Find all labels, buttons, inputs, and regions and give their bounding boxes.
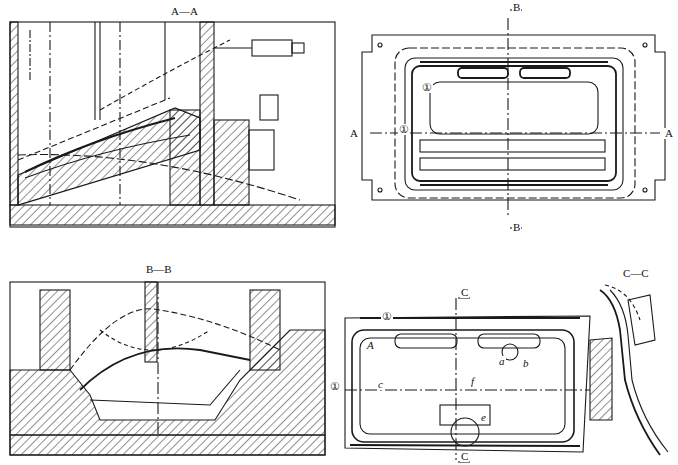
point-letter: A (366, 340, 375, 351)
callout-number: ① (398, 124, 410, 135)
section-title: B—B (145, 264, 173, 275)
callout-number: ① (381, 311, 393, 322)
section-letter: C (460, 287, 469, 298)
section-letter: C (460, 451, 469, 462)
callout-number: ① (421, 82, 433, 93)
callout-number: ① (329, 381, 341, 392)
section-letter: A (349, 128, 359, 139)
section-title: C—C (622, 268, 650, 279)
point-letter: f (470, 376, 475, 387)
point-letter: e (480, 412, 487, 423)
section-letter: A (664, 128, 674, 139)
section-letter: B (512, 222, 521, 233)
section-letter: B (512, 2, 521, 13)
point-letter: c (377, 379, 384, 390)
point-letter: b (522, 358, 530, 369)
point-letter: a (498, 356, 506, 367)
section-title: A—A (170, 6, 199, 17)
